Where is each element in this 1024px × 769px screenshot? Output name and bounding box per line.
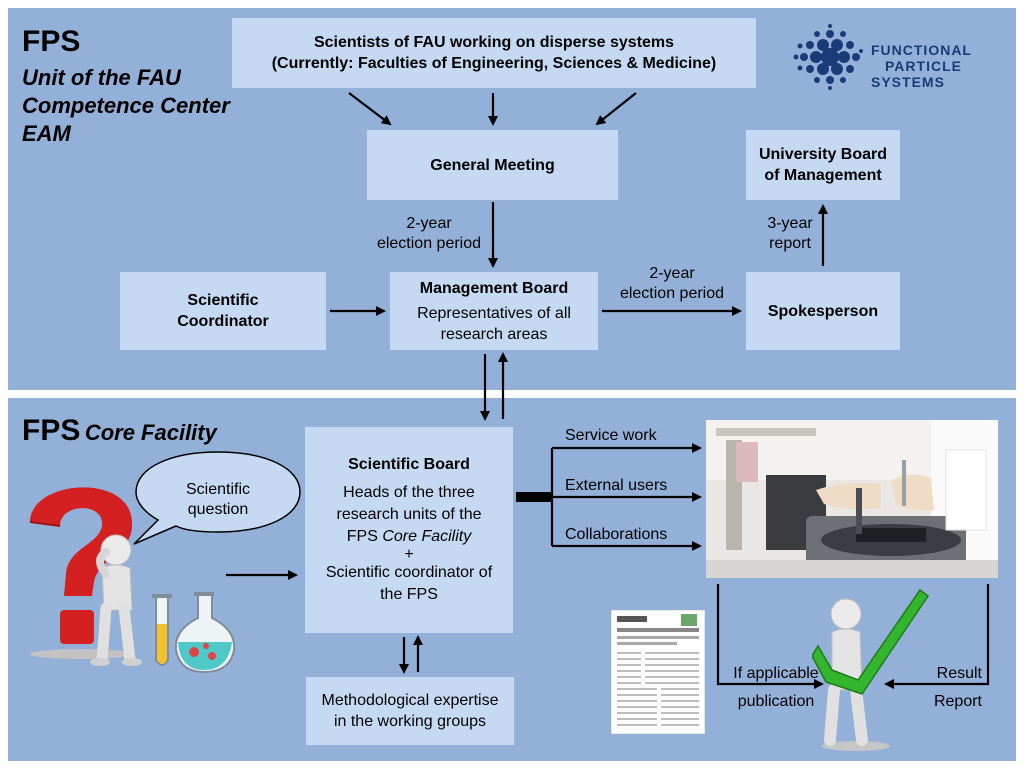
general-meeting-box: General Meeting [367, 130, 618, 200]
management-board-box: Management Board Representatives of all … [390, 272, 598, 350]
report-3year-label: 3-year report [767, 215, 813, 252]
spokesperson-box: Spokesperson [746, 272, 900, 350]
top-heading: FPS [22, 25, 81, 58]
scientific-coordinator-box: Scientific Coordinator [120, 272, 326, 350]
scientific-board-box: Scientific Board Heads of the three rese… [305, 427, 513, 633]
external-users-label: External users [565, 477, 668, 494]
scientists-box: Scientists of FAU working on disperse sy… [232, 18, 756, 88]
election-period-label-left: 2-year election period [376, 215, 482, 252]
publication-paper-image [611, 610, 705, 734]
lab-glassware-icon [152, 592, 236, 674]
result-report-label: Result Report [933, 665, 982, 710]
speech-bubble-text: Scientific question [185, 481, 251, 518]
university-board-box: University Board of Management [746, 130, 900, 200]
question-mark-figure-icon [29, 487, 142, 666]
publication-label: If applicable publication [733, 665, 819, 710]
checkmark-figure-icon [812, 588, 930, 751]
top-subheading: Unit of the FAU Competence Center EAM [22, 65, 230, 146]
lab-photo-image [706, 420, 998, 578]
service-work-label: Service work [565, 427, 657, 444]
election-period-label-right: 2-year election period [619, 265, 725, 302]
methodological-expertise-box: Methodological expertise in the working … [306, 677, 514, 745]
bottom-heading: FPS Core Facility [22, 414, 217, 447]
speech-bubble-icon [133, 451, 301, 545]
collaborations-label: Collaborations [565, 526, 668, 543]
fps-logo-icon [793, 24, 863, 90]
logo-text: FUNCTIONAL PARTICLE SYSTEMS [871, 42, 972, 90]
